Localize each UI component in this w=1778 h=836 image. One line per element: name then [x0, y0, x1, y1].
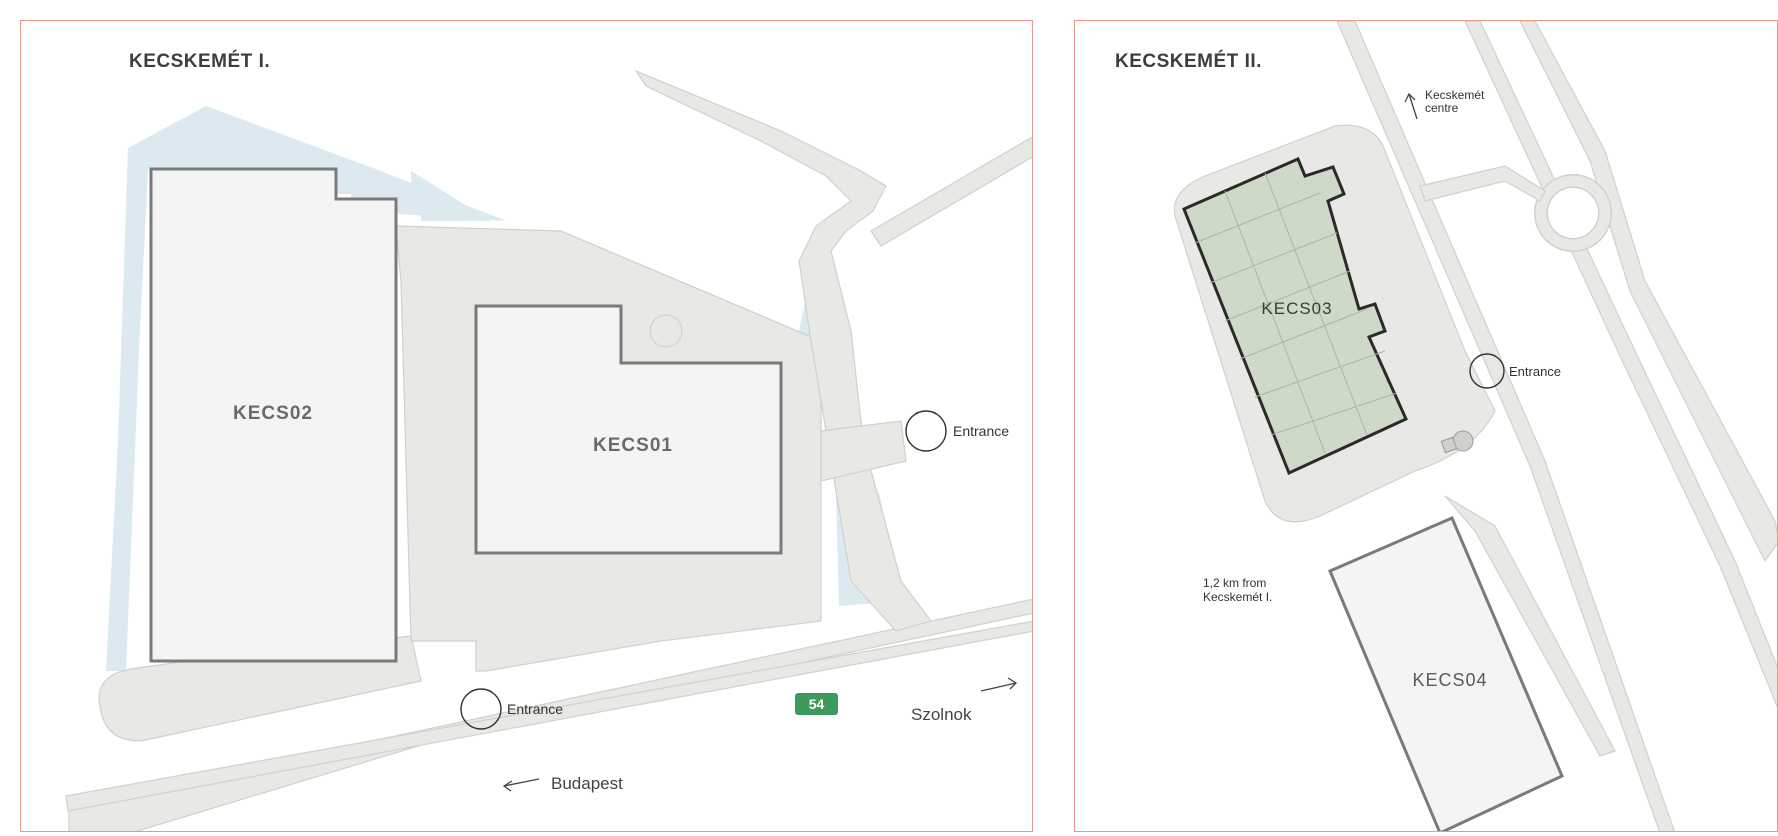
direction-szolnok-label: Szolnok: [911, 705, 972, 724]
building-kecs04[interactable]: [1328, 516, 1564, 832]
entrance-marker[interactable]: [1469, 353, 1505, 389]
main-road-east: [1464, 21, 1777, 708]
direction-budapest-label: Budapest: [551, 774, 623, 793]
entrance-label: Entrance: [1509, 364, 1561, 379]
centre-label-line2: centre: [1425, 101, 1459, 115]
map-panel-kecskemet-1: KECS02 KECS01 Entrance Entrance 54 Szoln…: [20, 20, 1033, 832]
roundabout-fill: [1535, 175, 1611, 251]
water-area-west: [106, 106, 506, 671]
entrance-south-marker[interactable]: [460, 688, 502, 730]
map-1-canvas: KECS02 KECS01 Entrance Entrance 54 Szoln…: [65, 69, 1032, 831]
road-shield-54-label: 54: [809, 696, 825, 712]
building-kecs02[interactable]: [149, 167, 398, 663]
entrance-east-label: Entrance: [953, 423, 1009, 439]
label-kecs02: KECS02: [233, 403, 313, 424]
distance-note-line1: 1,2 km from: [1203, 576, 1266, 590]
kecs03-roof-grid: [1194, 172, 1398, 454]
map-2-canvas: KECS03 KECS04 Entrance Kecskemét centre …: [1173, 21, 1777, 832]
entrance-east-marker[interactable]: [905, 410, 947, 452]
main-road-west: [1336, 21, 1675, 831]
building-kecs01[interactable]: [474, 304, 783, 555]
map-2-title: KECSKEMÉT II.: [1115, 51, 1262, 72]
building-kecs03[interactable]: [1182, 157, 1408, 476]
centre-label-line1: Kecskemét: [1425, 88, 1485, 102]
map-1-title: KECSKEMÉT I.: [129, 51, 271, 72]
east-entrance-road: [820, 420, 907, 482]
south-service-road: [65, 620, 1032, 812]
arrow-head-budapest: [502, 780, 513, 792]
arrow-to-szolnok: [980, 682, 1017, 692]
arrow-to-centre: [1408, 93, 1418, 120]
label-kecs01: KECS01: [593, 435, 673, 456]
road-shield-54: [795, 693, 838, 715]
distance-note-line2: Kecskemét I.: [1203, 590, 1272, 604]
utility-box-icon: [1440, 436, 1458, 454]
east-road: [870, 136, 1032, 247]
water-area-north: [411, 171, 491, 221]
arrow-to-budapest: [503, 778, 540, 787]
north-east-access-road: [634, 69, 933, 632]
yard-kecs04: [1444, 495, 1616, 757]
entrance-south-label: Entrance: [507, 701, 563, 717]
label-kecs04: KECS04: [1412, 670, 1487, 690]
side-road-east: [1519, 21, 1777, 563]
arrow-head-szolnok: [1007, 677, 1018, 690]
map-panel-kecskemet-2: KECS03 KECS04 Entrance Kecskemét centre …: [1074, 20, 1778, 832]
label-kecs03: KECS03: [1261, 299, 1332, 318]
arrow-head-centre: [1404, 92, 1416, 103]
small-circle-feature: [649, 314, 683, 348]
connector-road: [1419, 165, 1546, 202]
